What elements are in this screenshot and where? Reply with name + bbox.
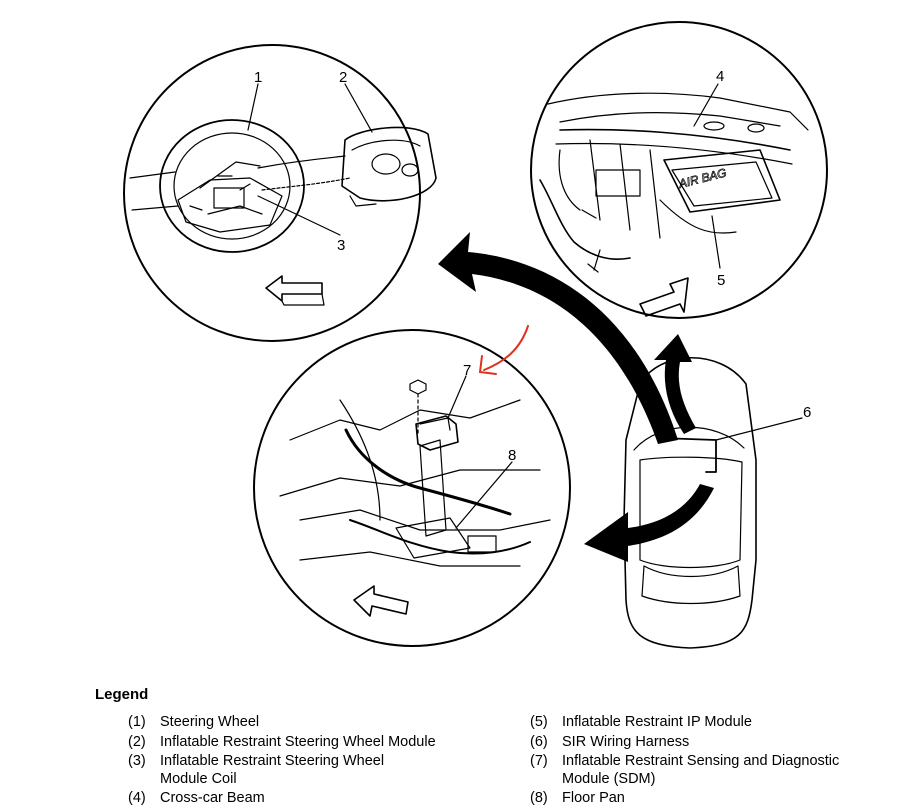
floor-pan-detail-view xyxy=(253,329,571,647)
callout-2: 2 xyxy=(339,69,347,86)
legend-item-label: Floor Pan xyxy=(562,790,625,806)
legend-item-label: Steering Wheel xyxy=(160,714,260,730)
arrow-to-floor-view xyxy=(584,484,714,562)
callout-5: 5 xyxy=(717,272,725,289)
legend-item: (2) Inflatable Restraint Steering Wheel … xyxy=(128,734,508,752)
callout-6: 6 xyxy=(803,404,811,421)
legend: Legend (1) Steering Wheel (2) Inflatable… xyxy=(0,684,910,811)
callout-7: 7 xyxy=(463,362,471,379)
flow-arrows xyxy=(438,232,714,562)
legend-item: (3) Inflatable Restraint Steering Wheel … xyxy=(128,753,508,788)
legend-item: (7) Inflatable Restraint Sensing and Dia… xyxy=(530,753,890,788)
legend-item-number: (6) xyxy=(530,733,548,750)
legend-item: (8) Floor Pan xyxy=(530,790,890,808)
arrow-to-ip-view xyxy=(654,334,696,434)
legend-item: (1) Steering Wheel xyxy=(128,714,508,732)
legend-title: Legend xyxy=(95,686,149,703)
legend-item-number: (7) xyxy=(530,753,548,769)
legend-item-label: Inflatable Restraint IP Module xyxy=(562,714,752,730)
legend-item-number: (8) xyxy=(530,790,548,806)
instrument-panel-detail-view xyxy=(530,21,828,319)
legend-item-number: (5) xyxy=(530,714,548,730)
callout-8: 8 xyxy=(508,447,516,464)
legend-item-number: (3) xyxy=(128,753,146,769)
legend-item-label: Inflatable Restraint Steering Wheel Modu… xyxy=(160,733,436,750)
sir-component-diagram: AIR BAG 1 2 3 4 5 6 7 8 xyxy=(123,21,828,649)
legend-item: (5) Inflatable Restraint IP Module xyxy=(530,714,890,732)
legend-item-number: (4) xyxy=(128,790,146,806)
arrow-to-steering-view xyxy=(438,232,678,444)
legend-item-label: SIR Wiring Harness xyxy=(562,733,690,750)
callout-4: 4 xyxy=(716,68,724,85)
legend-item: (4) Cross-car Beam xyxy=(128,790,508,808)
legend-item: (6) SIR Wiring Harness xyxy=(530,734,890,752)
legend-item-label: Cross-car Beam xyxy=(160,790,265,806)
legend-item-number: (1) xyxy=(128,714,146,730)
callout-1: 1 xyxy=(254,69,262,86)
red-annotation-arrow xyxy=(478,325,529,375)
steering-wheel-detail-view xyxy=(123,44,437,342)
legend-item-label: Inflatable Restraint Steering Wheel Modu… xyxy=(160,753,385,787)
legend-item-number: (2) xyxy=(128,733,146,750)
callout-3: 3 xyxy=(337,237,345,254)
legend-column-right: (5) Inflatable Restraint IP Module (6) S… xyxy=(530,714,890,810)
legend-column-left: (1) Steering Wheel (2) Inflatable Restra… xyxy=(128,714,508,810)
legend-item-label: Inflatable Restraint Sensing and Diagnos… xyxy=(562,753,840,787)
vehicle-top-view xyxy=(623,356,803,649)
